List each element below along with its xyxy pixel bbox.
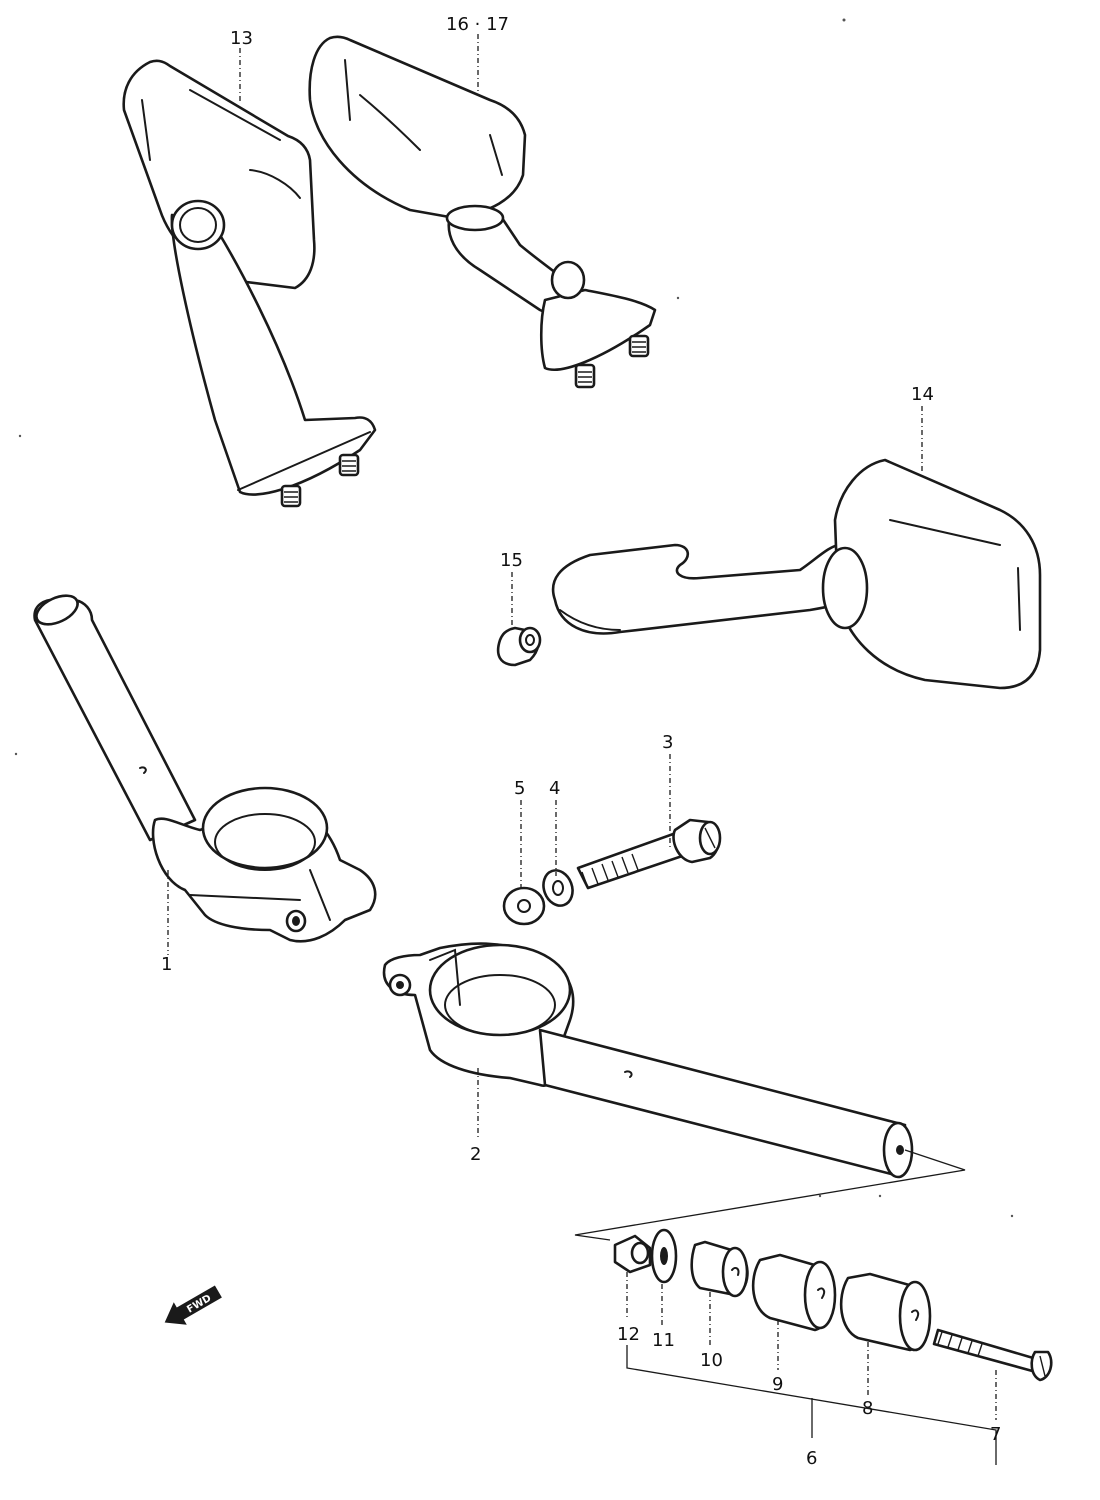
callout-8: 8 — [862, 1398, 873, 1419]
washer-5 — [502, 886, 546, 926]
washer-4 — [542, 869, 574, 907]
callout-16-17: 16 · 17 — [446, 14, 509, 35]
bolt-15 — [496, 626, 542, 667]
mirror-14 — [551, 458, 1042, 690]
callout-7: 7 — [990, 1424, 1001, 1445]
callout-13: 13 — [230, 28, 253, 49]
weight-8 — [839, 1272, 932, 1352]
screw-7 — [932, 1328, 1053, 1382]
callout-10: 10 — [700, 1350, 723, 1371]
washer-11 — [650, 1228, 678, 1284]
callout-labels: 13 16 · 17 14 15 3 4 5 1 2 12 11 10 9 8 … — [161, 14, 1001, 1469]
nut-12 — [613, 1234, 652, 1274]
callout-12: 12 — [617, 1324, 640, 1345]
weight-9 — [751, 1253, 837, 1332]
mirror-16-17 — [308, 35, 657, 389]
callout-9: 9 — [772, 1374, 783, 1395]
bolt-3 — [576, 818, 722, 890]
callout-3: 3 — [662, 732, 673, 753]
callout-14: 14 — [911, 384, 934, 405]
callout-2: 2 — [470, 1144, 481, 1165]
callout-15: 15 — [500, 550, 523, 571]
callout-4: 4 — [549, 778, 560, 799]
callout-5: 5 — [514, 778, 525, 799]
handlebar-1 — [33, 594, 377, 943]
callout-1: 1 — [161, 954, 172, 975]
mirror-13 — [122, 59, 377, 508]
spacer-10 — [690, 1240, 749, 1298]
fwd-arrow-marker: FWD — [164, 1285, 222, 1325]
handlebar-2 — [382, 942, 914, 1179]
bar-end-assembly — [574, 1149, 1053, 1382]
scan-specks — [14, 18, 1014, 1218]
leader-lines — [167, 34, 997, 1465]
callout-6: 6 — [806, 1448, 817, 1469]
callout-11: 11 — [652, 1330, 675, 1351]
